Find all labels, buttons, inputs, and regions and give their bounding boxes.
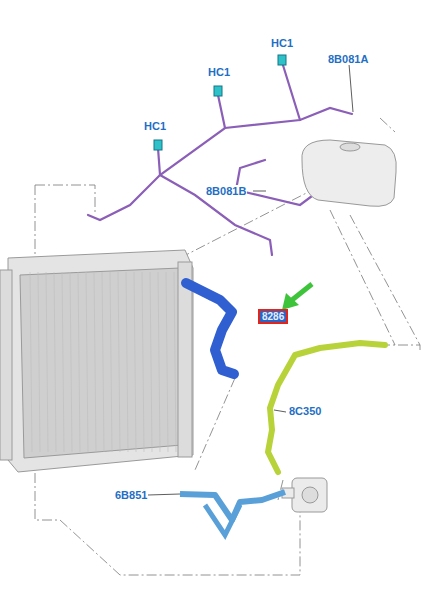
callout-number: 8B081A	[327, 53, 369, 65]
callout-number: 6B851	[114, 489, 148, 501]
highlighted-callout: 8286	[258, 309, 288, 324]
callout-number: 8286	[262, 311, 284, 322]
callout-number: HC1	[270, 37, 294, 49]
callout-number: 8C350	[288, 405, 322, 417]
callout-number: 8B081B	[205, 185, 247, 197]
callout-number: HC1	[207, 66, 231, 78]
callout-number: HC1	[143, 120, 167, 132]
